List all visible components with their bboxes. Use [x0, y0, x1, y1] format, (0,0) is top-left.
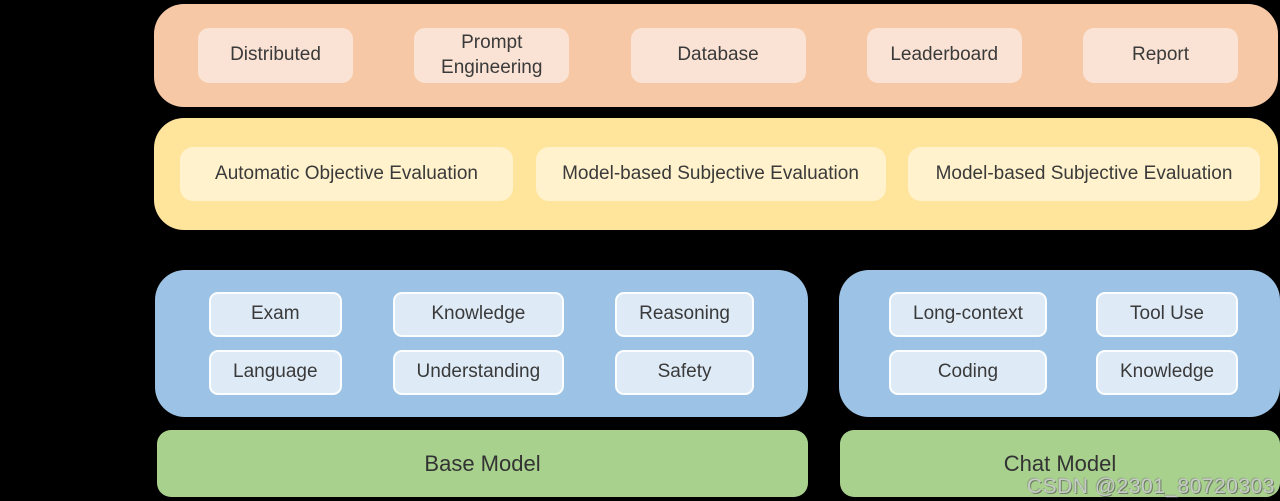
capability-pill: Long-context: [889, 292, 1047, 337]
capability-pill: Knowledge: [1095, 350, 1238, 395]
evaluation-pill: Automatic Objective Evaluation: [180, 147, 513, 201]
evaluation-pill: Model-based Subjective Evaluation: [908, 147, 1260, 201]
tool-pill: Leaderboard: [866, 28, 1022, 83]
capability-pill: Safety: [615, 350, 754, 395]
capability-pill: Exam: [209, 292, 342, 337]
tools-band: Distributed Prompt Engineering Database Lea…: [154, 4, 1278, 107]
base-model-label: Base Model: [424, 450, 541, 476]
capability-pill: Reasoning: [615, 292, 754, 337]
base-model-band: Base Model: [157, 430, 808, 497]
evaluation-band: Automatic Objective Evaluation Model-base…: [154, 118, 1278, 230]
evaluation-pill: Model-based Subjective Evaluation: [535, 147, 886, 201]
tool-pill: Prompt Engineering: [414, 28, 570, 83]
capability-pill: Knowledge: [392, 292, 565, 337]
tool-pill: Database: [630, 28, 806, 83]
chat-model-band: Chat Model: [840, 430, 1280, 497]
tool-pill: Distributed: [198, 28, 353, 83]
capability-pill: Coding: [889, 350, 1047, 395]
tool-pill: Report: [1083, 28, 1238, 83]
capability-pill: Understanding: [392, 350, 565, 395]
csdn-watermark: CSDN @2301_80720303: [1027, 475, 1275, 498]
chat-model-label: Chat Model: [1003, 450, 1117, 476]
capability-pill: Tool Use: [1095, 292, 1238, 337]
capability-pill: Language: [209, 350, 342, 395]
